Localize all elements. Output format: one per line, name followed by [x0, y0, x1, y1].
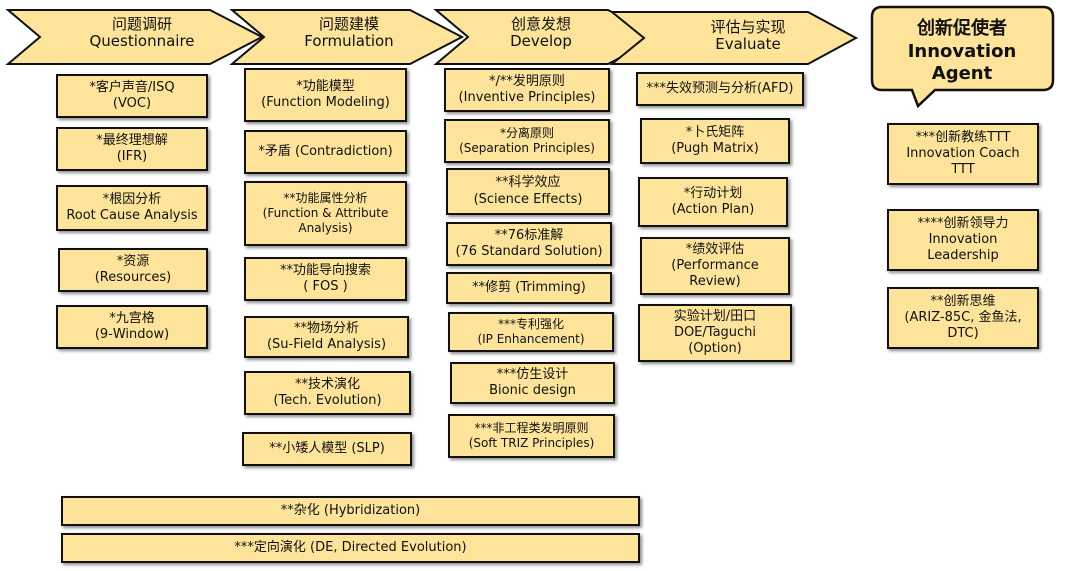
tool-ifr: *最终理想解 (IFR) — [56, 127, 208, 171]
tool-tech-evolution: **技术演化 (Tech. Evolution) — [244, 371, 411, 415]
tool-separation-principles: *分离原则 (Separation Principles) — [444, 119, 610, 163]
tool-trimming: **修剪 (Trimming) — [446, 272, 612, 304]
phase-en: Develop — [510, 32, 572, 51]
tool-label: *矛盾 (Contradiction) — [258, 143, 393, 159]
tool-label: **小矮人模型 (SLP) — [269, 440, 385, 456]
tool-label: 实验计划/田口 DOE/Taguchi (Option) — [673, 308, 757, 357]
tool-label: *卜氏矩阵 (Pugh Matrix) — [671, 124, 759, 156]
tool-label: **功能属性分析 (Function & Attribute Analysis) — [262, 191, 389, 235]
tool-slp: **小矮人模型 (SLP) — [242, 432, 412, 466]
phase-arrow-4 — [609, 11, 859, 65]
tool-bionic-design: ***仿生设计 Bionic design — [450, 362, 615, 404]
phase-arrow-3 — [433, 9, 663, 65]
tool-innovation-leadership: ****创新领导力 Innovation Leadership — [887, 209, 1039, 271]
tool-76-standard: **76标准解 (76 Standard Solution) — [446, 222, 612, 266]
phase-label-evaluate: 评估与实现 Evaluate — [660, 18, 836, 54]
agent-zh: 创新促使者 — [917, 18, 1007, 39]
phase-en: Questionnaire — [89, 32, 195, 51]
agent-label: 创新促使者 Innovation Agent — [874, 18, 1050, 86]
tool-label: ****创新领导力 Innovation Leadership — [917, 215, 1009, 264]
agent-en-2: Agent — [931, 63, 993, 84]
tool-label: *行动计划 (Action Plan) — [671, 185, 755, 217]
agent-en-1: Innovation — [907, 40, 1017, 62]
tool-label: *资源 (Resources) — [94, 253, 172, 285]
phase-zh: 问题建模 — [318, 15, 379, 33]
phase-zh: 问题调研 — [111, 15, 172, 33]
tool-root-cause: *根因分析 Root Cause Analysis — [56, 185, 208, 231]
tool-function-modeling: *功能模型 (Function Modeling) — [244, 68, 407, 122]
tool-9-window: *九宫格 (9-Window) — [56, 305, 208, 349]
tool-label: *功能模型 (Function Modeling) — [261, 78, 390, 110]
tool-label: *九宫格 (9-Window) — [94, 310, 170, 342]
phase-en: Formulation — [304, 32, 394, 51]
tool-pugh-matrix: *卜氏矩阵 (Pugh Matrix) — [640, 118, 790, 164]
tool-action-plan: *行动计划 (Action Plan) — [638, 177, 788, 227]
tool-innovation-thinking: **创新思维 (ARIZ-85C, 金鱼法, DTC) — [887, 287, 1039, 349]
tool-soft-triz: ***非工程类发明原则 (Soft TRIZ Principles) — [448, 414, 615, 458]
tool-voc: *客户声音/ISQ (VOC) — [56, 74, 208, 118]
tool-label: *绩效评估 (Performance Review) — [671, 241, 759, 290]
phase-label-formulation: 问题建模 Formulation — [270, 15, 428, 51]
tool-label: ***非工程类发明原则 (Soft TRIZ Principles) — [468, 421, 595, 450]
phase-zh: 评估与实现 — [710, 18, 786, 36]
tool-resources: *资源 (Resources) — [58, 248, 208, 292]
tool-hybridization: **杂化 (Hybridization) — [61, 496, 640, 526]
tool-label: */**发明原则 (Inventive Principles) — [458, 73, 596, 105]
tool-label: **技术演化 (Tech. Evolution) — [273, 376, 382, 408]
tool-label: ***仿生设计 Bionic design — [489, 366, 576, 398]
tool-su-field: **物场分析 (Su-Field Analysis) — [244, 316, 409, 358]
agent-callout-shape — [870, 5, 1055, 109]
tool-doe-taguchi: 实验计划/田口 DOE/Taguchi (Option) — [638, 304, 792, 362]
tool-label: **修剪 (Trimming) — [472, 279, 586, 295]
tool-innovation-coach: ***创新教练TTT Innovation Coach TTT — [887, 123, 1039, 185]
tool-label: **功能导向搜索 ( FOS ) — [279, 262, 371, 294]
tool-label: **创新思维 (ARIZ-85C, 金鱼法, DTC) — [904, 293, 1022, 342]
phase-arrow-1 — [5, 9, 265, 65]
tool-label: ***创新教练TTT Innovation Coach TTT — [906, 129, 1020, 178]
tool-inventive-principles: */**发明原则 (Inventive Principles) — [444, 68, 610, 112]
tool-label: **杂化 (Hybridization) — [280, 502, 421, 518]
tool-label: ***专利强化 (IP Enhancement) — [477, 317, 585, 346]
tool-function-attribute: **功能属性分析 (Function & Attribute Analysis) — [244, 181, 407, 246]
tool-performance-review: *绩效评估 (Performance Review) — [640, 237, 790, 295]
tool-label: *客户声音/ISQ (VOC) — [89, 79, 175, 111]
phase-label-questionnaire: 问题调研 Questionnaire — [62, 15, 222, 51]
tool-contradiction: *矛盾 (Contradiction) — [244, 130, 407, 174]
tool-label: **物场分析 (Su-Field Analysis) — [266, 320, 387, 352]
tool-label: **科学效应 (Science Effects) — [473, 175, 583, 207]
tool-label: *最终理想解 (IFR) — [96, 132, 168, 164]
tool-directed-evolution: ***定向演化 (DE, Directed Evolution) — [61, 533, 640, 563]
tool-science-effects: **科学效应 (Science Effects) — [446, 168, 610, 215]
phase-label-develop: 创意发想 Develop — [462, 15, 620, 51]
tool-label: *分离原则 (Separation Principles) — [459, 126, 595, 155]
phase-zh: 创意发想 — [510, 15, 571, 33]
tool-fos: **功能导向搜索 ( FOS ) — [244, 257, 407, 301]
tool-label: *根因分析 Root Cause Analysis — [66, 191, 198, 223]
phase-en: Evaluate — [715, 35, 781, 54]
tool-label: ***定向演化 (DE, Directed Evolution) — [234, 539, 467, 555]
tool-label: ***失效预测与分析(AFD) — [646, 80, 794, 96]
tool-label: **76标准解 (76 Standard Solution) — [455, 227, 603, 259]
tool-ip-enhancement: ***专利强化 (IP Enhancement) — [448, 312, 614, 352]
tool-afd: ***失效预测与分析(AFD) — [636, 72, 804, 106]
phase-arrow-2 — [229, 9, 465, 65]
